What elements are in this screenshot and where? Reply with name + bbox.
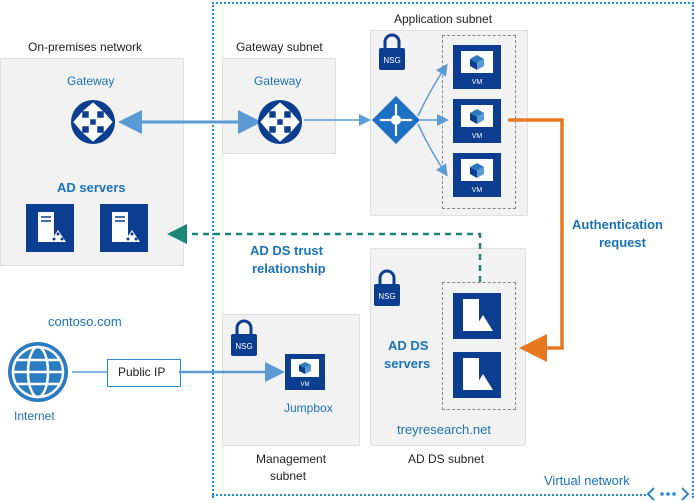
adds-subnet-panel — [370, 248, 526, 446]
onprem-label: On-premises network — [28, 40, 143, 54]
vm-text: VM — [472, 79, 483, 86]
lock-icon: NSG — [231, 319, 257, 356]
adds-servers-label-line2: servers — [384, 356, 431, 371]
globe-icon — [8, 342, 68, 402]
virtual-network-label: Virtual network — [544, 473, 630, 488]
gateway-onprem-label: Gateway — [67, 74, 115, 88]
mgmt-label-line1: Management — [256, 452, 327, 466]
gateway-subnet-label: Gateway subnet — [236, 40, 323, 54]
virtual-network-boundary-bottom — [212, 494, 650, 496]
ad-servers-label: AD servers — [57, 180, 126, 195]
trust-relationship-path — [167, 224, 482, 282]
contoso-label: contoso.com — [48, 314, 122, 329]
gateway-azure-label: Gateway — [254, 74, 302, 88]
load-balancer-icon — [372, 96, 420, 144]
public-ip-box — [107, 359, 181, 387]
treyresearch-label: treyresearch.net — [397, 422, 491, 437]
auth-request-path — [508, 118, 564, 362]
nsg-text: NSG — [378, 292, 395, 301]
nsg-text: NSG — [235, 342, 252, 351]
vm-text: VM — [472, 187, 483, 194]
public-ip-label: Public IP — [118, 365, 166, 379]
mgmt-label-line2: subnet — [270, 469, 307, 483]
auth-label-line1: Authentication — [572, 217, 663, 232]
jumpbox-label: Jumpbox — [284, 401, 333, 415]
vm-text: VM — [301, 382, 310, 388]
lock-icon: NSG — [379, 33, 405, 70]
vm-text: VM — [472, 133, 483, 140]
router-icon — [71, 100, 115, 144]
vm-icon: VM — [285, 354, 325, 390]
lock-icon: NSG — [374, 269, 400, 306]
ad-server-icon — [100, 204, 148, 252]
ad-server-icon — [26, 204, 74, 252]
internet-label: Internet — [14, 409, 55, 423]
router-icon — [258, 100, 302, 144]
application-subnet-label: Application subnet — [394, 12, 493, 26]
adds-servers-label-line1: AD DS — [388, 338, 429, 353]
vm-icon: VM — [453, 153, 501, 197]
virtual-network-boundary — [212, 2, 694, 498]
server-icon — [453, 352, 501, 398]
vm-icon: VM — [453, 45, 501, 89]
lb-to-vm1-line — [417, 63, 448, 117]
auth-label-line2: request — [599, 235, 646, 250]
server-icon — [453, 293, 501, 339]
lb-to-vm3-line — [417, 123, 448, 177]
trust-label-line1: AD DS trust — [250, 243, 323, 258]
vnet-icon — [646, 487, 690, 501]
adds-server-group-box — [442, 282, 516, 410]
vm-icon: VM — [453, 99, 501, 143]
nsg-text: NSG — [383, 56, 400, 65]
trust-label-line2: relationship — [252, 261, 326, 276]
adds-subnet-label: AD DS subnet — [408, 452, 485, 466]
